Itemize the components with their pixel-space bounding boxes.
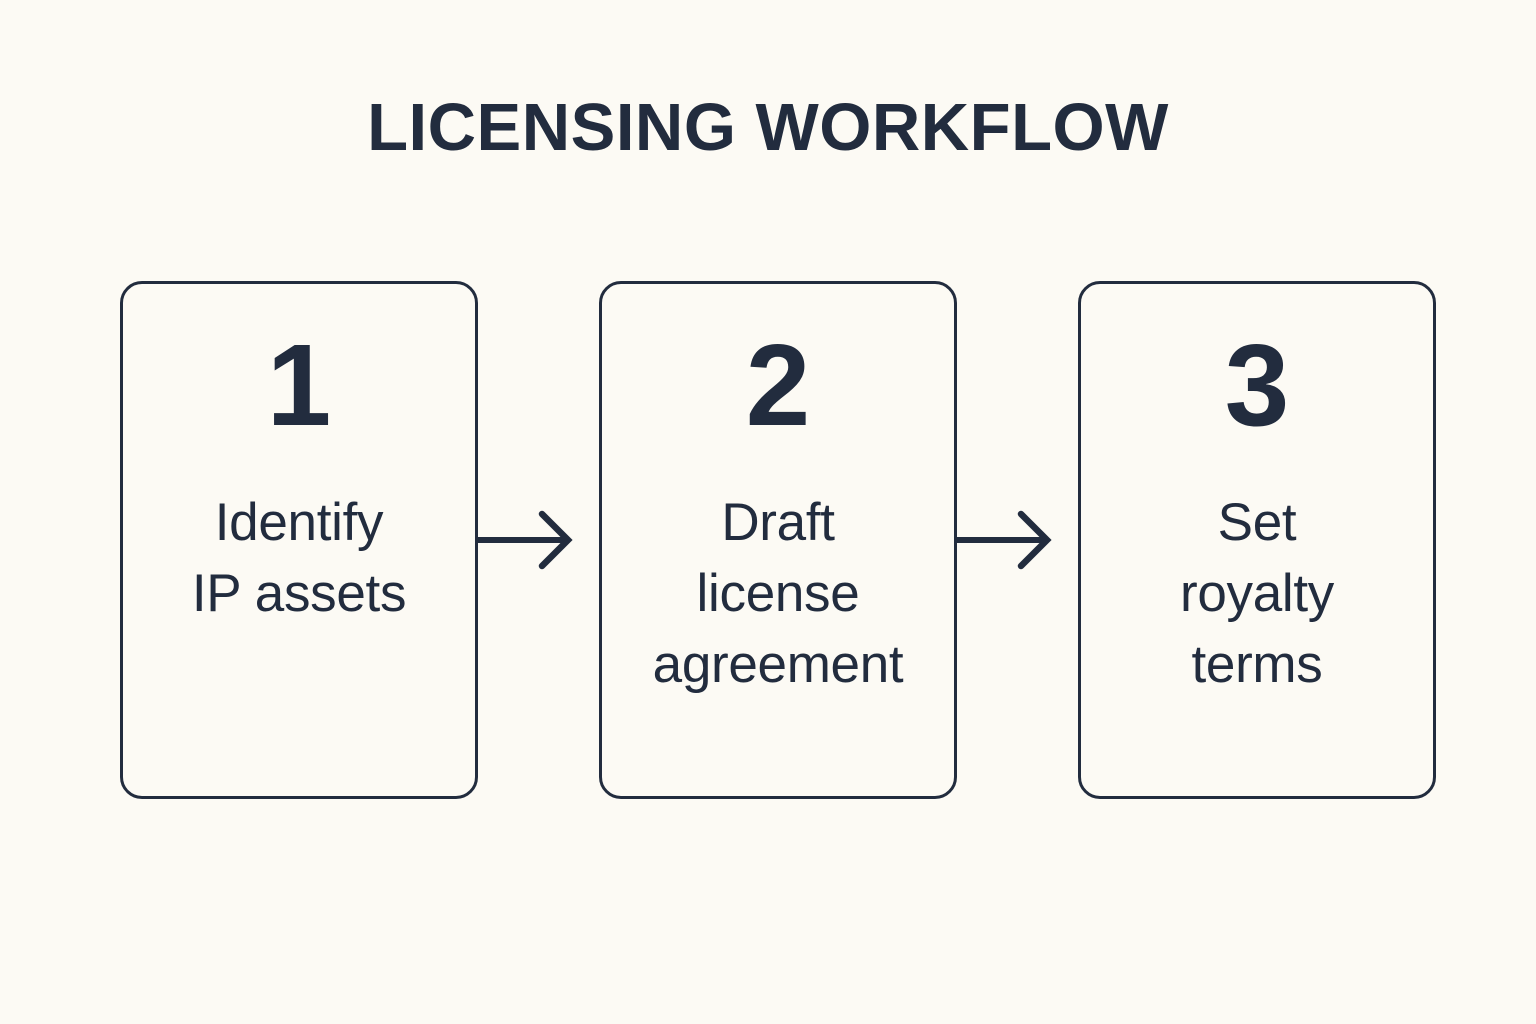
connector-2-to-3 xyxy=(957,492,1078,588)
workflow-step-card-3[interactable]: 3 Set royalty terms xyxy=(1078,281,1436,799)
step-number-3: 3 xyxy=(1224,320,1290,450)
step-label-2: Draft license agreement xyxy=(652,493,904,695)
workflow-step-card-2[interactable]: 2 Draft license agreement xyxy=(599,281,957,799)
step-card-content-1: 1 Identify IP assets xyxy=(123,320,475,629)
step-number-1: 1 xyxy=(266,320,332,450)
step-card-content-2: 2 Draft license agreement xyxy=(602,320,954,700)
page-title: LICENSING WORKFLOW xyxy=(367,90,1169,165)
arrow-right-icon xyxy=(957,510,1052,570)
workflow-steps-row: 1 Identify IP assets 2 Draft license agr… xyxy=(120,281,1436,799)
step-number-2: 2 xyxy=(745,320,811,450)
arrow-right-icon xyxy=(478,510,573,570)
workflow-step-card-1[interactable]: 1 Identify IP assets xyxy=(120,281,478,799)
step-label-3: Set royalty terms xyxy=(1179,493,1334,695)
connector-1-to-2 xyxy=(478,492,599,588)
step-label-1: Identify IP assets xyxy=(191,493,407,624)
step-card-content-3: 3 Set royalty terms xyxy=(1081,320,1433,700)
